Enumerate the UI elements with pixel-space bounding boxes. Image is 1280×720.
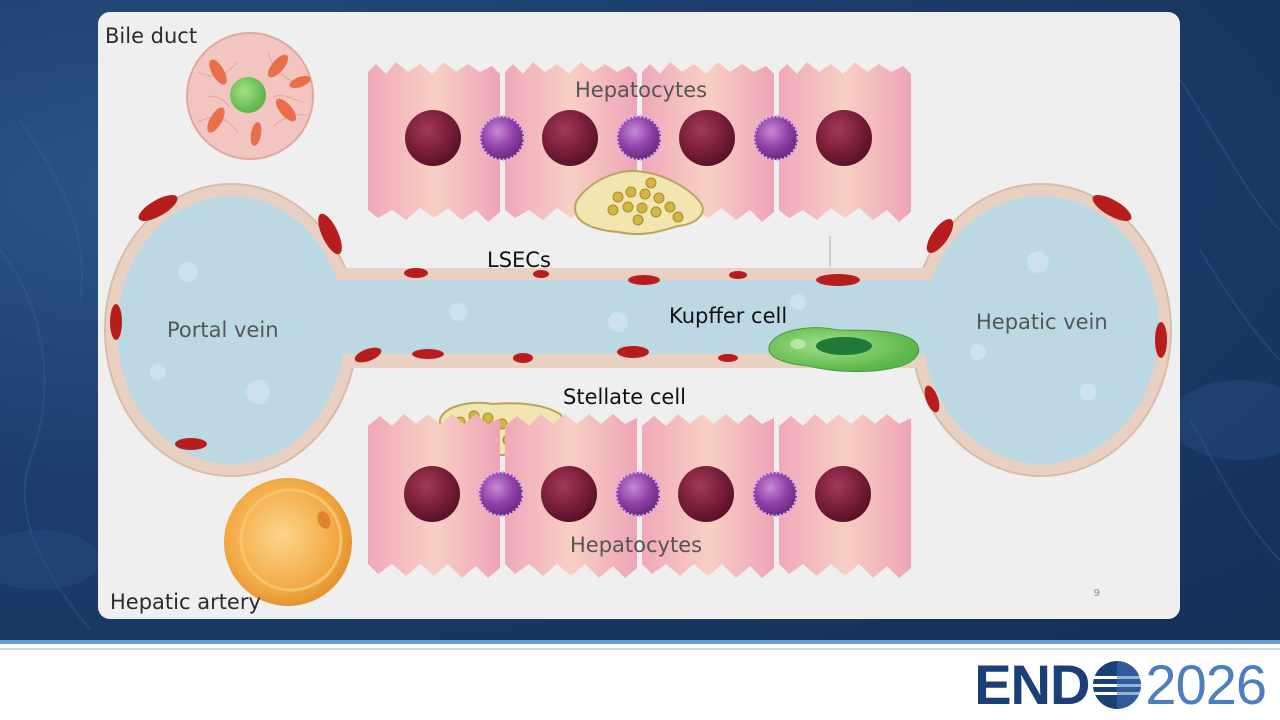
hepatic-artery — [224, 478, 352, 606]
slide-card: Bile duct Hepatocytes LSECs Portal vein … — [98, 12, 1180, 619]
bile-duct — [186, 32, 314, 160]
label-hepatic-artery: Hepatic artery — [110, 590, 261, 614]
footer-stripe-light — [0, 648, 1280, 650]
endo-2026-logo: END 2026 — [974, 653, 1267, 716]
label-hepatocytes-top: Hepatocytes — [575, 78, 708, 102]
label-bile-duct: Bile duct — [105, 24, 198, 48]
hepatocytes-bottom-row — [368, 414, 911, 578]
kupffer-cell — [768, 327, 920, 373]
label-stellate-cell: Stellate cell — [563, 385, 686, 409]
label-hepatocytes-bottom: Hepatocytes — [570, 533, 703, 557]
footer-stripe-blue — [0, 640, 1280, 644]
stellate-cell-top — [574, 170, 704, 236]
footer-stripe-white — [0, 644, 1280, 648]
label-kupffer-cell: Kupffer cell — [669, 304, 788, 328]
background-texture — [0, 79, 1280, 631]
label-lsecs: LSECs — [487, 248, 551, 272]
globe-icon — [1093, 661, 1142, 709]
page-number: 9 — [1093, 588, 1100, 599]
liver-sinusoid-diagram — [104, 32, 1172, 606]
label-portal-vein: Portal vein — [167, 318, 279, 342]
endothelial-cells — [110, 195, 1167, 450]
logo-year-text: 2026 — [1145, 653, 1267, 716]
label-hepatic-vein: Hepatic vein — [976, 310, 1108, 334]
footer-bar — [0, 650, 1280, 720]
logo-endo-text: END — [974, 653, 1090, 716]
